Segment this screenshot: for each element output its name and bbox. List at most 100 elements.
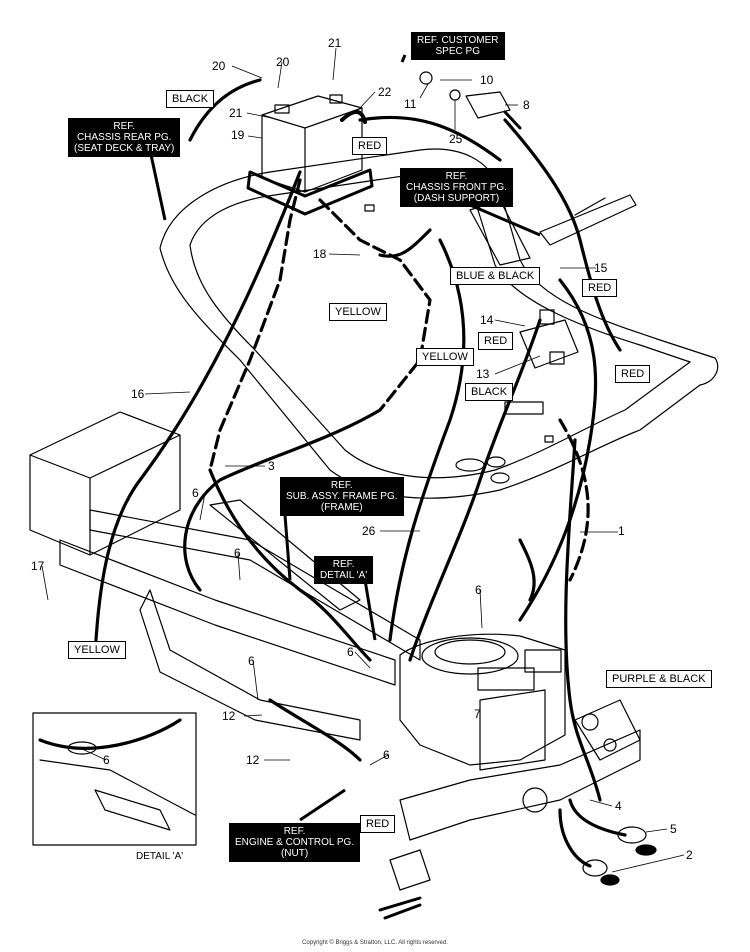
air-cleaner [524, 649, 562, 673]
plug-5-tip [635, 844, 657, 856]
frame-rail-left [139, 589, 361, 741]
battery-terminal [329, 94, 343, 104]
ref-engine-control: REF. ENGINE & CONTROL PG. (NUT) [229, 823, 361, 862]
callout-2: 2 [686, 848, 693, 862]
engine-cover [421, 637, 519, 675]
washer-10 [419, 71, 433, 85]
callout-21-a: 21 [328, 36, 342, 50]
seat-deck-inner [189, 173, 691, 479]
callout-19: 19 [231, 128, 245, 142]
tag-red-15: RED [582, 279, 618, 297]
detail-wire [38, 718, 182, 750]
ref-line: REF. [113, 121, 136, 132]
frame-cross-member [209, 499, 361, 611]
tag-black-13: BLACK [465, 383, 514, 401]
deck-slot [364, 204, 375, 212]
steering-bracket [574, 699, 641, 761]
wire-4 [564, 438, 602, 802]
key-switch [465, 91, 511, 119]
ref-line: CHASSIS REAR PG. [76, 132, 172, 143]
detail-bracket [94, 789, 171, 831]
callout-12-b: 12 [246, 753, 260, 767]
ref-detail-a: REF. DETAIL 'A' [314, 556, 374, 584]
axle-stub [378, 896, 422, 920]
pivot [603, 738, 617, 752]
frame-rail-front [59, 539, 396, 686]
wire-1 [518, 278, 598, 622]
wire-dashed-right [558, 418, 590, 582]
tag-yellow-13: YELLOW [416, 348, 474, 366]
dash-bracket [539, 194, 637, 246]
wire-solenoid [408, 318, 542, 662]
ref-line: REF. [332, 559, 355, 570]
callout-12-a: 12 [222, 709, 236, 723]
callout-4: 4 [615, 799, 622, 813]
harness-wires [38, 78, 627, 868]
callout-14: 14 [480, 313, 494, 327]
callout-6-c: 6 [475, 583, 482, 597]
engine-cover-inner [434, 639, 506, 665]
ref-sub-assy-frame: REF. SUB. ASSY. FRAME PG. (FRAME) [280, 477, 404, 516]
tag-yellow-left: YELLOW [68, 641, 126, 659]
ref-line: REF. CUSTOMER [417, 35, 499, 46]
callout-20-b: 20 [276, 55, 290, 69]
deck-hole [490, 472, 510, 484]
tag-yellow-mid: YELLOW [329, 303, 387, 321]
callout-22: 22 [378, 85, 392, 99]
ref-customer-spec: REF. CUSTOMER SPEC PG [411, 32, 505, 60]
deck-slot [544, 435, 554, 443]
ref-leaders [148, 54, 541, 822]
plug-2 [582, 859, 608, 877]
wire-connector [518, 538, 536, 602]
detail-rail [39, 759, 196, 816]
ref-line: REF. [445, 171, 468, 182]
deck-slot [504, 401, 544, 415]
wire-plug-2 [558, 808, 592, 868]
battery-terminal [274, 104, 290, 114]
ref-line: SPEC PG [435, 46, 480, 57]
tag-red-battery: RED [352, 137, 388, 155]
callout-20-a: 20 [212, 59, 226, 73]
tag-blue-black: BLUE & BLACK [450, 267, 541, 285]
callout-6-a: 6 [192, 486, 199, 500]
wire-18 [378, 228, 432, 258]
tag-black-top: BLACK [166, 90, 215, 108]
callout-8: 8 [523, 98, 530, 112]
callout-5: 5 [670, 822, 677, 836]
ref-line: REF. [283, 826, 306, 837]
solenoid-terminal [549, 351, 565, 365]
deck-hole [486, 456, 506, 468]
pivot [581, 713, 599, 731]
ref-line: SUB. ASSY. FRAME PG. [286, 491, 398, 502]
callout-6-detail: 6 [103, 753, 110, 767]
wire-22 [358, 115, 502, 162]
bracket-slot [574, 197, 606, 216]
tag-red-right: RED [615, 365, 651, 383]
tag-red-14: RED [478, 332, 514, 350]
callout-1: 1 [618, 524, 625, 538]
callout-15: 15 [594, 261, 608, 275]
ref-line: (SEAT DECK & TRAY) [74, 143, 175, 154]
engine-label [477, 667, 535, 691]
callout-25: 25 [449, 132, 463, 146]
ref-line: (NUT) [280, 848, 309, 859]
wire-main-frame [208, 468, 372, 662]
wire-switch [503, 118, 622, 352]
callout-6-b: 6 [234, 546, 241, 560]
washer-25 [449, 89, 461, 101]
callout-3: 3 [268, 459, 275, 473]
ref-line: DETAIL 'A' [320, 570, 368, 581]
wire-26 [388, 238, 466, 642]
ref-line: (DASH SUPPORT) [413, 193, 500, 204]
callout-6-d: 6 [347, 645, 354, 659]
ref-line: REF. [330, 480, 353, 491]
callout-18: 18 [313, 247, 327, 261]
ref-line: CHASSIS FRONT PG. [406, 182, 507, 193]
wire-dashed-center [318, 198, 432, 412]
spindle [389, 849, 431, 891]
callout-10: 10 [480, 73, 494, 87]
plug-2-tip [600, 874, 620, 886]
callout-26: 26 [362, 524, 376, 538]
callout-21-b: 21 [229, 106, 243, 120]
